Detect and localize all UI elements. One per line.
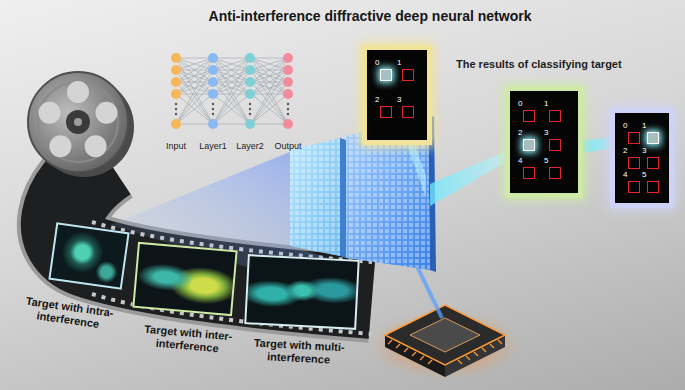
chip [373, 305, 517, 377]
frame-image [48, 222, 129, 290]
layer-label: Output [274, 141, 301, 151]
class-digit: 1 [397, 58, 414, 67]
class-digit: 5 [642, 170, 659, 179]
film-frame: Target with inter-interference [128, 242, 238, 368]
label-holder: Layer1 [199, 135, 227, 153]
output-panel: 01 23 45 [610, 108, 674, 208]
class-digit: 3 [642, 146, 659, 155]
signal-beam [415, 262, 442, 318]
detector-region [402, 106, 414, 118]
detector-cell: 4 [623, 170, 640, 193]
class-digit: 3 [397, 95, 414, 104]
class-digit: 0 [623, 121, 640, 130]
detector-cell: 2 [518, 128, 535, 151]
class-digit: 1 [642, 121, 659, 130]
detector-cell: 0 [518, 99, 535, 122]
film-reel [28, 72, 134, 177]
detector-region [380, 69, 392, 81]
detector-cell: 0 [375, 58, 392, 81]
detector-region [549, 110, 561, 122]
detector-cell: 4 [518, 156, 535, 179]
frame-image [244, 254, 360, 330]
detector-region [380, 106, 392, 118]
detector-region [549, 139, 561, 151]
label-holder: Layer2 [236, 135, 264, 153]
detector-region [628, 181, 640, 193]
layer-label: Layer2 [236, 141, 264, 151]
detector-cell: 1 [544, 99, 561, 122]
class-digit: 3 [544, 128, 561, 137]
frame-caption: Target with multi-interference [236, 336, 361, 368]
network-icon [171, 53, 293, 129]
results-heading: The results of classifying target [456, 58, 622, 70]
detector-region [523, 139, 535, 151]
detector-region [647, 132, 659, 144]
detector-cell: 1 [642, 121, 659, 144]
detector-region [647, 157, 659, 169]
frame-caption: Target with inter-interference [128, 321, 248, 357]
frame-caption: Target with intra-interference [9, 293, 129, 335]
detector-region [523, 167, 535, 179]
detector-cell: 2 [623, 146, 640, 169]
detector-cell: 3 [397, 95, 414, 118]
class-digit: 5 [544, 156, 561, 165]
detector-region [647, 181, 659, 193]
detector-region [523, 110, 535, 122]
detector-cell: 1 [397, 58, 414, 81]
film-frame: Target with multi-interference [242, 254, 360, 376]
detector-cell: 5 [642, 170, 659, 193]
class-digit: 0 [375, 58, 392, 67]
class-digit: 1 [544, 99, 561, 108]
detector-region [628, 157, 640, 169]
frame-label-holder: Target with inter-interference [128, 321, 248, 357]
class-digit: 2 [623, 146, 640, 155]
class-digit: 2 [375, 95, 392, 104]
class-digit: 4 [518, 156, 535, 165]
output-panel: 01 23 45 [505, 86, 583, 198]
film-frame: Target with intra-interference [40, 222, 130, 351]
detector-region [402, 69, 414, 81]
output-panel: 01 23 [362, 45, 432, 145]
class-digit: 2 [518, 128, 535, 137]
layer-label: Input [166, 141, 186, 151]
frame-label-holder: Target with multi-interference [236, 336, 361, 368]
detector-region [549, 167, 561, 179]
detector-cell: 3 [544, 128, 561, 151]
diagram-title: Anti-interference diffractive deep neura… [209, 8, 532, 24]
label-holder: The results of classifying target [456, 54, 622, 72]
frame-image [132, 242, 237, 316]
detector-cell: 3 [642, 146, 659, 169]
detector-region [628, 132, 640, 144]
detector-cell: 5 [544, 156, 561, 179]
class-digit: 0 [518, 99, 535, 108]
title-holder: Anti-interference diffractive deep neura… [209, 7, 532, 25]
frame-label-holder: Target with intra-interference [9, 293, 129, 335]
layer-label: Layer1 [199, 141, 227, 151]
label-holder: Input [166, 135, 186, 153]
label-holder: Output [274, 135, 301, 153]
detector-cell: 2 [375, 95, 392, 118]
class-digit: 4 [623, 170, 640, 179]
detector-cell: 0 [623, 121, 640, 144]
